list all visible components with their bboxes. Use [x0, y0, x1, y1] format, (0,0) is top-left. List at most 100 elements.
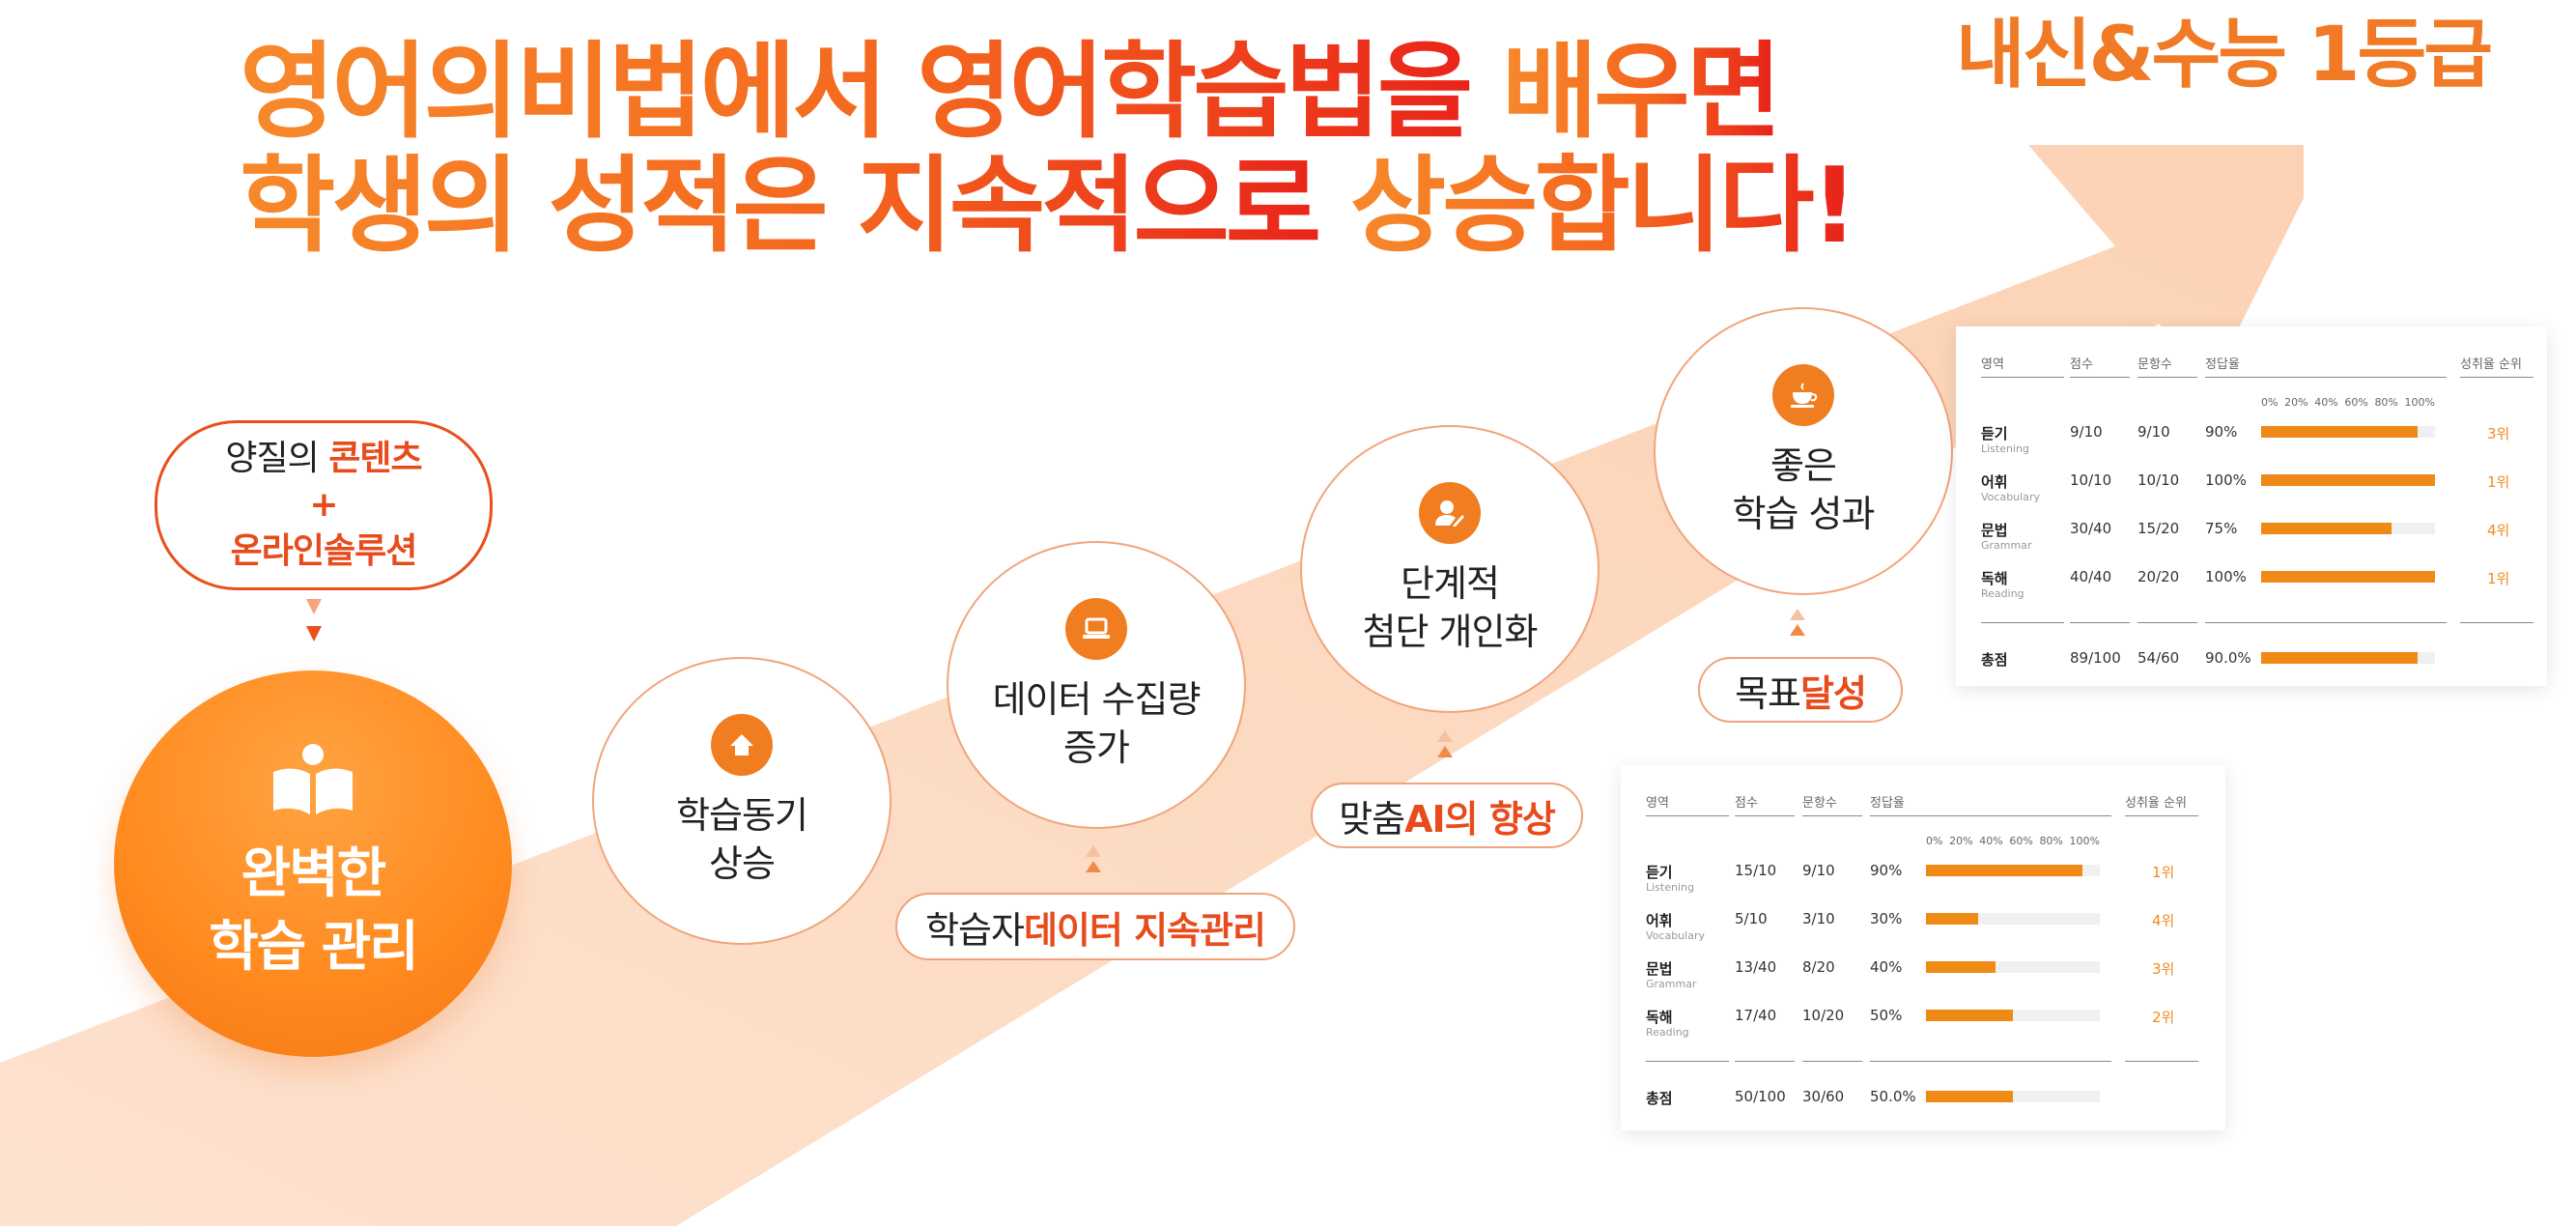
total-score: 89/100: [2070, 649, 2121, 667]
pill-learner-data-a: 학습자: [925, 908, 1025, 952]
header-area: 영역: [1646, 796, 1669, 811]
accuracy-bar-fill: [1926, 913, 1978, 925]
row-score: 5/10: [1735, 910, 1768, 927]
total-divider: [1981, 622, 2064, 623]
accuracy-bar-fill: [1926, 1010, 2013, 1021]
accuracy-bar-fill: [1926, 865, 2082, 876]
header-questions: 문항수: [2137, 357, 2172, 372]
total-label: 총점: [1646, 1090, 1673, 1107]
total-divider: [1735, 1061, 1795, 1062]
header-divider: [2137, 377, 2197, 378]
headline-line-2-part-a: 학생의 성적은 지속적으로: [240, 146, 1350, 267]
book-reader-icon: [273, 744, 353, 814]
header-area: 영역: [1981, 357, 2004, 372]
row-questions: 10/20: [1802, 1007, 1845, 1024]
step-result-line-1: 좋은: [1770, 444, 1837, 487]
step-data-line-1: 데이터 수집량: [992, 678, 1202, 721]
arrow-up-icon: [1437, 746, 1453, 757]
percent-tick-label: 20%: [2284, 396, 2308, 409]
row-area-name: 어휘: [1981, 473, 2008, 491]
main-circle-line-2: 학습 관리: [209, 916, 419, 979]
row-score: 13/40: [1735, 958, 1777, 976]
row-questions: 10/10: [2137, 471, 2180, 489]
row-area-sub: Vocabulary: [1646, 929, 1705, 942]
total-bar-fill: [1926, 1091, 2013, 1102]
arrow-up-icon: [1790, 624, 1805, 636]
percent-tick-label: 0%: [1926, 835, 1943, 847]
coffee-icon: [1772, 364, 1834, 426]
row-area-sub: Reading: [1981, 587, 2024, 600]
row-accuracy: 100%: [2205, 568, 2247, 585]
goal-title: 내신&수능 1등급: [1956, 12, 2493, 99]
header-divider: [1981, 377, 2064, 378]
total-questions: 30/60: [1802, 1088, 1845, 1105]
header-questions: 문항수: [1802, 796, 1837, 811]
step-motivation-line-2: 상승: [709, 842, 776, 885]
row-rank: 4위: [2487, 522, 2510, 539]
accuracy-bar-fill: [2261, 474, 2435, 486]
arrow-up-light-icon: [1437, 730, 1453, 742]
row-rank: 1위: [2487, 473, 2510, 491]
header-divider: [1735, 815, 1795, 816]
header-divider: [2205, 377, 2447, 378]
step-personal-line-2: 첨단 개인화: [1362, 611, 1539, 653]
pill-goal-a: 목표: [1735, 671, 1801, 715]
headline-line-2-part-b: 상승합니다!: [1349, 146, 1858, 267]
percent-axis-labels: 0%20%40%60%80%100%: [1926, 835, 2100, 847]
headline-line-1-part-a: 영어의비법에서 영어학습법을: [240, 32, 1502, 153]
percent-tick-label: 0%: [2261, 396, 2279, 409]
row-score: 40/40: [2070, 568, 2112, 585]
step-circle-result: 좋은 학습 성과: [1654, 307, 1953, 595]
total-divider: [2205, 622, 2447, 623]
pill-custom-ai-b: AI의 향상: [1404, 797, 1556, 841]
header-divider: [1646, 815, 1729, 816]
row-area-sub: Reading: [1646, 1026, 1689, 1039]
percent-tick-label: 40%: [1979, 835, 2003, 847]
percent-tick-label: 60%: [2009, 835, 2033, 847]
percent-tick-label: 80%: [2039, 835, 2063, 847]
accuracy-bar-fill: [2261, 426, 2418, 438]
step-circle-personalization: 단계적 첨단 개인화: [1300, 425, 1599, 713]
content-pill-plus: +: [309, 485, 338, 525]
row-questions: 15/20: [2137, 520, 2180, 537]
row-accuracy: 50%: [1870, 1007, 1903, 1024]
arrow-up-light-icon: [1086, 845, 1101, 857]
content-solution-pill: 양질의 콘텐츠 + 온라인솔루션: [155, 420, 493, 590]
row-area-sub: Grammar: [1646, 978, 1697, 990]
row-questions: 8/20: [1802, 958, 1835, 976]
row-area-name: 듣기: [1646, 864, 1673, 881]
header-divider: [2070, 377, 2130, 378]
main-circle-line-1: 완벽한: [241, 842, 387, 905]
pill-learner-data-b: 데이터 지속관리: [1023, 908, 1266, 952]
row-score: 15/10: [1735, 862, 1777, 879]
total-divider: [2070, 622, 2130, 623]
total-questions: 54/60: [2137, 649, 2180, 667]
step-personal-line-1: 단계적: [1401, 562, 1500, 605]
row-accuracy: 90%: [2205, 423, 2238, 441]
row-rank: 3위: [2152, 960, 2175, 978]
percent-tick-label: 60%: [2344, 396, 2368, 409]
pill-custom-ai: 맞춤 AI의 향상: [1311, 783, 1583, 848]
arrow-down-icon: [306, 626, 322, 642]
row-area-sub: Listening: [1646, 881, 1694, 894]
row-accuracy: 30%: [1870, 910, 1903, 927]
row-rank: 1위: [2487, 570, 2510, 587]
header-rank: 성취율 순위: [2125, 796, 2187, 811]
header-rank: 성취율 순위: [2460, 357, 2522, 372]
row-questions: 3/10: [1802, 910, 1835, 927]
row-rank: 1위: [2152, 864, 2175, 881]
content-pill-quality: 양질의: [225, 439, 329, 478]
row-accuracy: 40%: [1870, 958, 1903, 976]
header-accuracy: 정답율: [2205, 357, 2240, 372]
headline-line-1-part-b: 배우면: [1501, 32, 1782, 153]
total-divider: [2125, 1061, 2198, 1062]
row-area-name: 문법: [1646, 960, 1673, 978]
step-motivation-line-1: 학습동기: [676, 794, 808, 837]
pill-learner-data: 학습자 데이터 지속관리: [895, 893, 1295, 960]
row-score: 17/40: [1735, 1007, 1777, 1024]
arrow-up-light-icon: [1790, 609, 1805, 620]
percent-tick-label: 20%: [1949, 835, 1973, 847]
headline-line-1: 영어의비법에서 영어학습법을 배우면: [240, 41, 1782, 145]
accuracy-bar-fill: [2261, 571, 2435, 583]
